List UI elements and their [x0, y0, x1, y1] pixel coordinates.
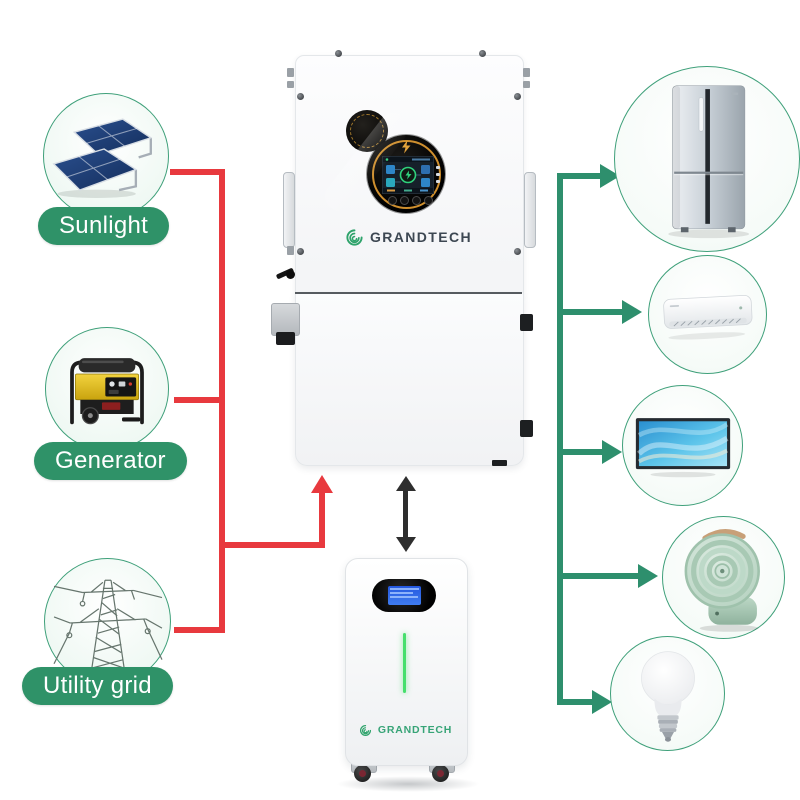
red-connector-utility — [174, 627, 225, 633]
green-arrowhead-ac — [622, 300, 642, 324]
load-circle-television — [622, 385, 743, 506]
green-connector-tv — [557, 449, 603, 455]
inverter-bottom-foot — [492, 460, 507, 466]
screw-icon — [297, 248, 304, 255]
green-arrowhead-tv — [602, 440, 622, 464]
source-circle-utility-grid — [44, 558, 171, 685]
screw-icon — [335, 50, 342, 57]
refrigerator-icon — [668, 85, 750, 239]
inverter-side-conduit — [271, 303, 300, 336]
green-connector-trunk — [557, 173, 563, 705]
source-circle-sunlight — [43, 93, 169, 219]
inverter-mount-tab — [523, 68, 530, 77]
battery-brand: GRANDTECH — [345, 722, 466, 738]
inverter-mount-tab — [287, 81, 294, 88]
battery-lcd-screen — [388, 586, 421, 605]
inverter-side-connector — [276, 332, 295, 345]
green-connector-fridge — [557, 173, 601, 179]
fan-icon — [684, 528, 760, 632]
sunlight-label: Sunlight — [38, 207, 170, 245]
utility-grid-label: Utility grid — [22, 667, 173, 705]
red-connector-trunk — [219, 169, 225, 633]
screw-icon — [297, 93, 304, 100]
green-arrowhead-fan — [638, 564, 658, 588]
transmission-tower-icon — [52, 579, 163, 676]
screw-icon — [514, 93, 521, 100]
grandtech-logo-icon — [346, 228, 363, 246]
light-bulb-icon — [640, 650, 695, 742]
black-connector-battery — [403, 489, 408, 538]
sunlight-label-text: Sunlight — [59, 212, 149, 239]
lightning-bolt-icon — [402, 140, 411, 154]
source-circle-generator — [45, 327, 169, 451]
inverter-button — [424, 196, 433, 205]
inverter-mount-tab — [287, 68, 294, 77]
television-icon — [635, 417, 730, 477]
inverter-brand-text: GRANDTECH — [369, 229, 473, 245]
air-conditioner-icon — [662, 294, 752, 340]
generator-label-text: Generator — [55, 447, 166, 474]
generator-icon — [70, 358, 144, 425]
inverter-display-side-indicators — [436, 166, 440, 183]
green-connector-fan — [557, 573, 639, 579]
red-arrowhead-to-inverter — [311, 475, 333, 493]
inverter-side-clip — [520, 314, 533, 331]
inverter-lcd-screen — [382, 156, 434, 194]
inverter-side-clip — [520, 420, 533, 437]
green-arrowhead-bulb — [592, 690, 612, 714]
red-connector-generator — [174, 397, 225, 403]
green-connector-ac — [557, 309, 623, 315]
inverter-button — [400, 196, 409, 205]
solar-panel-icon — [52, 118, 153, 198]
screw-icon — [514, 248, 521, 255]
inverter-small-dial — [346, 110, 388, 152]
inverter-button — [388, 196, 397, 205]
load-circle-air-conditioner — [648, 255, 767, 374]
red-connector-branch-h — [219, 542, 325, 548]
inverter-left-rail — [283, 172, 295, 248]
inverter-button — [412, 196, 421, 205]
load-circle-light-bulb — [610, 636, 725, 751]
utility-grid-label-text: Utility grid — [43, 672, 152, 699]
load-circle-refrigerator — [614, 66, 800, 252]
inverter-right-rail — [524, 172, 536, 248]
red-connector-branch-v — [319, 492, 325, 548]
green-connector-bulb — [557, 699, 593, 705]
inverter-lower-body — [295, 293, 524, 466]
inverter-mount-tab — [523, 81, 530, 88]
battery-caster-hub — [359, 770, 366, 777]
inverter-mount-tab — [287, 246, 294, 255]
black-arrowhead-up — [395, 476, 416, 491]
generator-label: Generator — [34, 442, 187, 480]
screw-icon — [479, 50, 486, 57]
battery-caster-hub — [437, 770, 444, 777]
black-arrowhead-down — [395, 537, 416, 552]
load-circle-fan — [662, 516, 785, 639]
battery-brand-text: GRANDTECH — [377, 724, 453, 736]
battery-led-strip — [403, 633, 406, 693]
grandtech-logo-icon — [359, 724, 371, 736]
red-connector-sunlight — [170, 169, 225, 175]
dc-switch-knob — [286, 270, 295, 279]
inverter-brand: GRANDTECH — [295, 226, 522, 248]
inverter-divider-seam — [295, 291, 522, 294]
